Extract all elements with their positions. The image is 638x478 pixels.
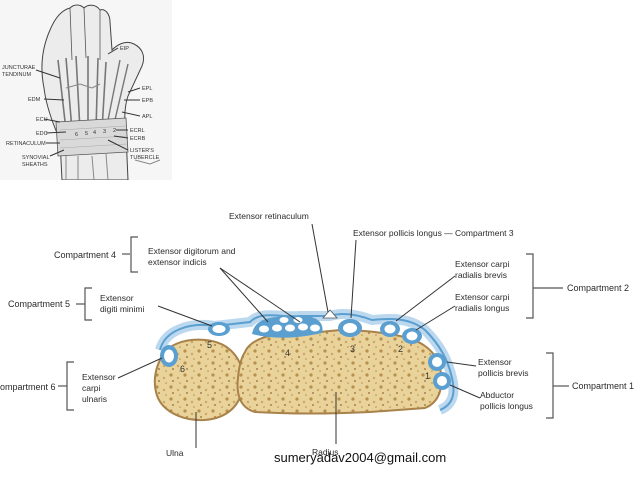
label-compartment-1: Compartment 1 bbox=[572, 381, 634, 391]
label-ecrb-2: radialis brevis bbox=[455, 270, 507, 280]
label-edm-2: digiti minimi bbox=[100, 304, 145, 314]
hand-label-sheaths: SHEATHS bbox=[22, 162, 48, 168]
watermark-email: sumeryadav2004@gmail.com bbox=[274, 450, 447, 465]
hand-drawing: 6 5 4 3 2 EIP JUNCTURAE T bbox=[2, 4, 161, 181]
compartment-1-tendons bbox=[428, 353, 451, 390]
label-apl-2: pollicis longus bbox=[480, 401, 533, 411]
label-epb-1: Extensor bbox=[478, 357, 512, 367]
label-radius: Radius bbox=[312, 447, 338, 457]
label-compartment-6: ompartment 6 bbox=[0, 382, 56, 392]
hand-label-tubercle: TUBERCLE bbox=[130, 155, 160, 161]
hand-label-ecu: ECU bbox=[36, 117, 48, 123]
label-ulna: Ulna bbox=[166, 448, 184, 458]
hand-label-ecrl: ECRL bbox=[130, 128, 145, 134]
label-extensor-retinaculum: Extensor retinaculum bbox=[229, 211, 309, 221]
label-compartment-5: Compartment 5 bbox=[8, 299, 70, 309]
compartment-number-6: 6 bbox=[180, 364, 185, 374]
hand-label-eip: EIP bbox=[120, 46, 129, 52]
compartment-3-tendon bbox=[338, 319, 362, 337]
label-ecrl-2: radialis longus bbox=[455, 303, 509, 313]
compartment-4-bracket bbox=[130, 236, 138, 273]
compartment-1-bracket bbox=[546, 352, 554, 419]
compartment-5-bracket bbox=[84, 287, 92, 321]
compartment-6-tendon bbox=[160, 345, 178, 367]
label-ecu-2: carpi bbox=[82, 383, 101, 393]
compartment-number-3: 3 bbox=[350, 344, 355, 354]
compartment-4-tendons bbox=[252, 315, 323, 338]
label-epl-compartment-3: Extensor pollicis longus — Compartment 3 bbox=[353, 228, 514, 238]
label-ecrb-1: Extensor carpi bbox=[455, 259, 509, 269]
svg-text:4: 4 bbox=[93, 130, 96, 136]
compartment-number-1: 1 bbox=[425, 371, 430, 381]
compartment-2-bracket bbox=[526, 253, 534, 319]
hand-label-ecrb: ECRB bbox=[130, 136, 146, 142]
label-compartment-2: Compartment 2 bbox=[567, 283, 629, 293]
compartment-5-tendon bbox=[208, 322, 230, 336]
svg-text:3: 3 bbox=[103, 129, 106, 135]
svg-text:5: 5 bbox=[85, 131, 88, 137]
hand-label-listers: LISTER'S bbox=[130, 148, 154, 154]
svg-text:2: 2 bbox=[113, 128, 116, 134]
hand-label-juncturae: JUNCTURAE bbox=[2, 65, 36, 71]
label-ecu-3: ulnaris bbox=[82, 394, 107, 404]
hand-label-apl: APL bbox=[142, 114, 152, 120]
compartment-number-4: 4 bbox=[285, 348, 290, 358]
label-edm-1: Extensor bbox=[100, 293, 134, 303]
label-extensor-digitorum-1: Extensor digitorum and bbox=[148, 246, 236, 256]
compartment-6-bracket bbox=[66, 361, 74, 411]
hand-label-edc: EDC bbox=[36, 131, 48, 137]
hand-label-retinaculum: RETINACULUM bbox=[6, 141, 46, 147]
label-extensor-digitorum-2: extensor indicis bbox=[148, 257, 207, 267]
label-compartment-4: Compartment 4 bbox=[54, 250, 116, 260]
hand-label-synovial: SYNOVIAL bbox=[22, 155, 50, 161]
hand-label-edm: EDM bbox=[28, 97, 41, 103]
label-apl-1: Abductor bbox=[480, 390, 514, 400]
dorsal-hand-illustration: 6 5 4 3 2 EIP JUNCTURAE T bbox=[0, 0, 172, 181]
compartment-2-tendons bbox=[380, 321, 422, 344]
hand-label-epl: EPL bbox=[142, 86, 152, 92]
label-epb-2: pollicis brevis bbox=[478, 368, 529, 378]
label-ecrl-1: Extensor carpi bbox=[455, 292, 509, 302]
compartment-number-2: 2 bbox=[398, 344, 403, 354]
listers-tubercle bbox=[322, 309, 338, 319]
hand-label-tendinum: TENDINUM bbox=[2, 72, 31, 78]
hand-label-epb: EPB bbox=[142, 98, 153, 104]
label-ecu-1: Extensor bbox=[82, 372, 116, 382]
svg-text:6: 6 bbox=[75, 132, 78, 138]
compartment-number-5: 5 bbox=[207, 340, 212, 350]
